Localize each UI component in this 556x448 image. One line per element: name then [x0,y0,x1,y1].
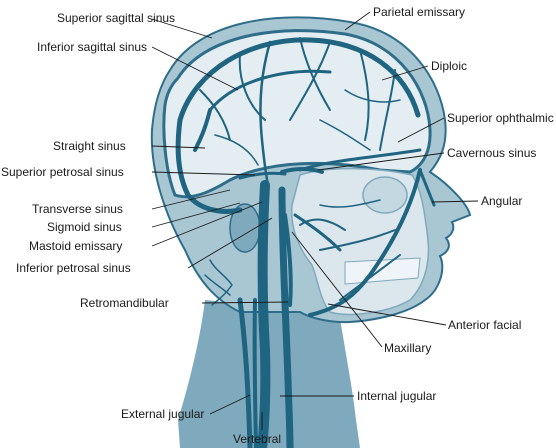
venous-network [175,37,436,448]
label-superior-ophthalmic: Superior ophthalmic [447,111,554,125]
label-maxillary: Maxillary [384,341,432,355]
label-internal-jugular: Internal jugular [357,389,437,403]
label-retromandibular: Retromandibular [80,296,169,310]
label-straight-sinus: Straight sinus [53,139,126,153]
orbit [362,176,408,214]
label-transverse-sinus: Transverse sinus [32,202,123,216]
label-superior-petrosal-sinus: Superior petrosal sinus [1,165,124,179]
label-mastoid-emissary: Mastoid emissary [29,239,123,253]
label-anterior-facial: Anterior facial [448,318,522,332]
leader-lines [151,11,479,430]
label-angular: Angular [481,194,523,208]
label-cavernous-sinus: Cavernous sinus [447,146,537,160]
skull-vault [162,29,432,199]
label-superior-sagittal-sinus: Superior sagittal sinus [57,11,176,25]
label-external-jugular: External jugular [121,407,205,421]
label-inferior-petrosal-sinus: Inferior petrosal sinus [16,261,131,275]
label-inferior-sagittal-sinus: Inferior sagittal sinus [37,40,148,54]
label-sigmoid-sinus: Sigmoid sinus [47,220,122,234]
label-vertebral: Vertebral [233,432,282,446]
label-parietal-emissary: Parietal emissary [373,5,466,19]
label-diploic: Diploic [431,59,468,73]
